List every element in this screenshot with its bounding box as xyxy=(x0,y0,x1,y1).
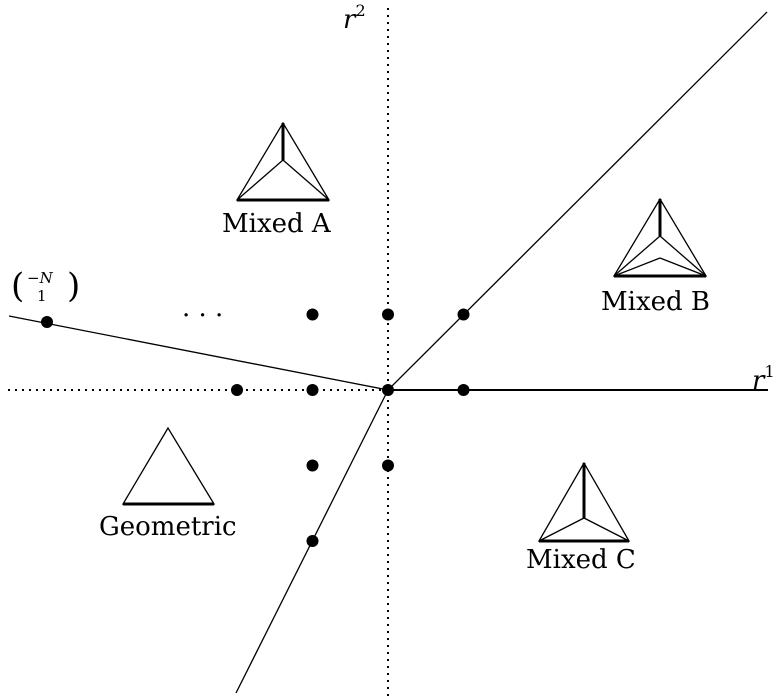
label-close-paren: ) xyxy=(67,266,80,306)
lattice-point xyxy=(457,384,470,396)
mixed-a-icon xyxy=(235,121,331,202)
mixed-c-icon xyxy=(537,461,631,543)
r2-axis-label: r2 xyxy=(343,1,366,35)
lattice-point xyxy=(382,459,394,472)
point-label-minus-n: ( −N 1 ) xyxy=(11,266,80,306)
mixed-c-label: Mixed C xyxy=(526,545,636,575)
label-bottom: 1 xyxy=(37,287,47,305)
geometric-label: Geometric xyxy=(99,512,237,542)
mixed-a-label: Mixed A xyxy=(222,209,332,239)
lattice-point xyxy=(306,535,319,547)
point-minus-n xyxy=(41,316,53,328)
ray-minus-n xyxy=(8,315,389,391)
lattice-point xyxy=(457,308,470,321)
lattice-point xyxy=(382,308,394,321)
lattice-points xyxy=(231,308,470,547)
ellipsis: · · · xyxy=(182,301,223,331)
mixed-b-icon xyxy=(612,197,708,278)
label-top: −N xyxy=(27,269,54,287)
r1-axis-label: r1 xyxy=(752,362,775,396)
ray-diagonal xyxy=(387,11,768,391)
lattice-point xyxy=(306,384,319,396)
lattice-point xyxy=(306,459,319,472)
mixed-b-label: Mixed B xyxy=(601,287,710,317)
label-open-paren: ( xyxy=(11,266,24,306)
lattice-point xyxy=(382,384,394,396)
lattice-point xyxy=(231,384,243,396)
geometric-icon xyxy=(121,426,216,506)
lattice-point xyxy=(306,308,319,321)
